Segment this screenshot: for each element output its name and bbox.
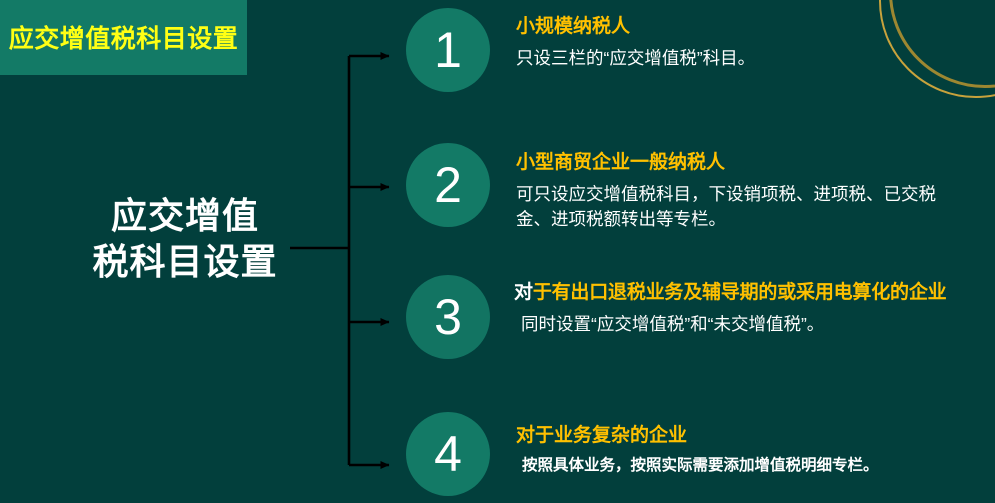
item-heading: 对于业务复杂的企业 [516, 425, 688, 446]
step-number-badge: 1 [406, 8, 490, 92]
header-banner: 应交增值税科目设置 [0, 0, 247, 75]
step-number-badge: 4 [406, 412, 490, 496]
item-text-column: 对于有出口退税业务及辅导期的或采用电算化的企业 同时设置“应交增值税”和“未交增… [514, 275, 947, 337]
page-title: 应交增值 税科目设置 [70, 193, 300, 284]
header-banner-title: 应交增值税科目设置 [8, 24, 239, 53]
item-heading-lead: 对 [514, 282, 533, 303]
list-item: 3 对于有出口退税业务及辅导期的或采用电算化的企业 同时设置“应交增值税”和“未… [406, 275, 947, 359]
page-title-line-1: 应交增值 [110, 195, 259, 236]
list-item: 1 小规模纳税人 只设三栏的“应交增值税”科目。 [406, 8, 755, 92]
step-number-badge: 2 [406, 143, 490, 227]
list-item: 2 小型商贸企业一般纳税人 可只设应交增值税科目，下设销项税、进项税、已交税金、… [406, 143, 968, 233]
gold-arc-decoration-inner-icon [889, 0, 995, 88]
item-body: 按照具体业务，按照实际需要添加增值税明细专栏。 [522, 457, 879, 474]
item-body: 可只设应交增值税科目，下设销项税、进项税、已交税金、进项税额转出等专栏。 [516, 184, 936, 230]
item-heading: 小型商贸企业一般纳税人 [516, 152, 726, 173]
item-text-column: 小规模纳税人 只设三栏的“应交增值税”科目。 [516, 8, 755, 71]
item-body: 同时设置“应交增值税”和“未交增值税”。 [521, 314, 825, 334]
item-heading-rest: 于有出口退税业务及辅导期的或采用电算化的企业 [532, 282, 947, 303]
step-number-badge: 3 [406, 275, 490, 359]
page-title-line-2: 税科目设置 [92, 240, 278, 282]
list-item: 4 对于业务复杂的企业 按照具体业务，按照实际需要添加增值税明细专栏。 [406, 412, 879, 496]
item-heading: 对于有出口退税业务及辅导期的或采用电算化的企业 [514, 277, 947, 304]
item-text-column: 对于业务复杂的企业 按照具体业务，按照实际需要添加增值税明细专栏。 [516, 412, 879, 477]
item-text-column: 小型商贸企业一般纳税人 可只设应交增值税科目，下设销项税、进项税、已交税金、进项… [516, 143, 968, 233]
item-body: 只设三栏的“应交增值税”科目。 [516, 48, 756, 68]
item-heading: 小规模纳税人 [516, 16, 631, 37]
gold-arc-decoration-icon [879, 0, 995, 98]
